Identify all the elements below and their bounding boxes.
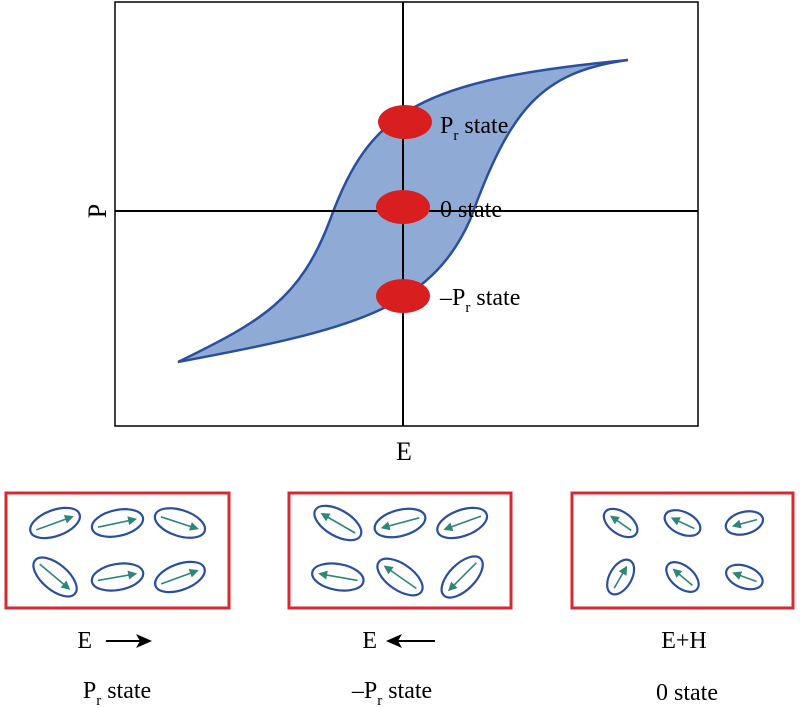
zero-state-dot (376, 190, 430, 224)
domain-2-5 (725, 563, 764, 591)
domain-1-1 (373, 507, 427, 539)
y-axis-label: P (83, 204, 112, 218)
svg-text:E+H: E+H (661, 628, 707, 654)
panel-zero-state: 0 state (656, 680, 718, 706)
domain-1-4 (376, 557, 424, 597)
domain-0-0 (29, 506, 81, 540)
domain-2-1 (663, 509, 702, 537)
domain-2-4 (665, 561, 700, 593)
pr-state-dot (378, 105, 432, 139)
domain-0-3 (32, 556, 78, 598)
zero-state-label: 0 state (440, 197, 502, 223)
domain-1-3 (311, 562, 365, 592)
domain-0-4 (90, 562, 145, 592)
domain-0-5 (154, 560, 206, 594)
minus-pr-state-dot (376, 279, 430, 313)
svg-text:E: E (77, 628, 92, 654)
panel-zero-frame (570, 491, 795, 610)
domain-2-0 (602, 507, 639, 539)
panel-minus-pr-state: –Pr state (351, 678, 432, 708)
pr-state-label: Pr state (440, 113, 508, 144)
minus-pr-state-label: –Pr state (439, 285, 520, 316)
domain-1-2 (436, 506, 489, 540)
panel-zero-field: E+H (661, 628, 707, 654)
plot-frame (114, 1, 699, 427)
domain-1-5 (440, 555, 484, 599)
x-axis-label: E (396, 437, 412, 466)
domains-layer (29, 504, 765, 599)
domain-2-3 (606, 558, 636, 596)
panel-minus-pr-frame (287, 491, 513, 610)
svg-text:E: E (362, 628, 377, 654)
panel-pr-frame (4, 491, 231, 610)
panel-pr-state: Pr state (83, 678, 151, 708)
domain-0-2 (153, 507, 207, 539)
panel-minus-pr-field: E (362, 628, 435, 654)
domain-0-1 (90, 508, 145, 538)
domain-2-2 (724, 510, 765, 536)
domain-1-0 (313, 504, 363, 542)
panel-pr-field: E (77, 628, 152, 654)
